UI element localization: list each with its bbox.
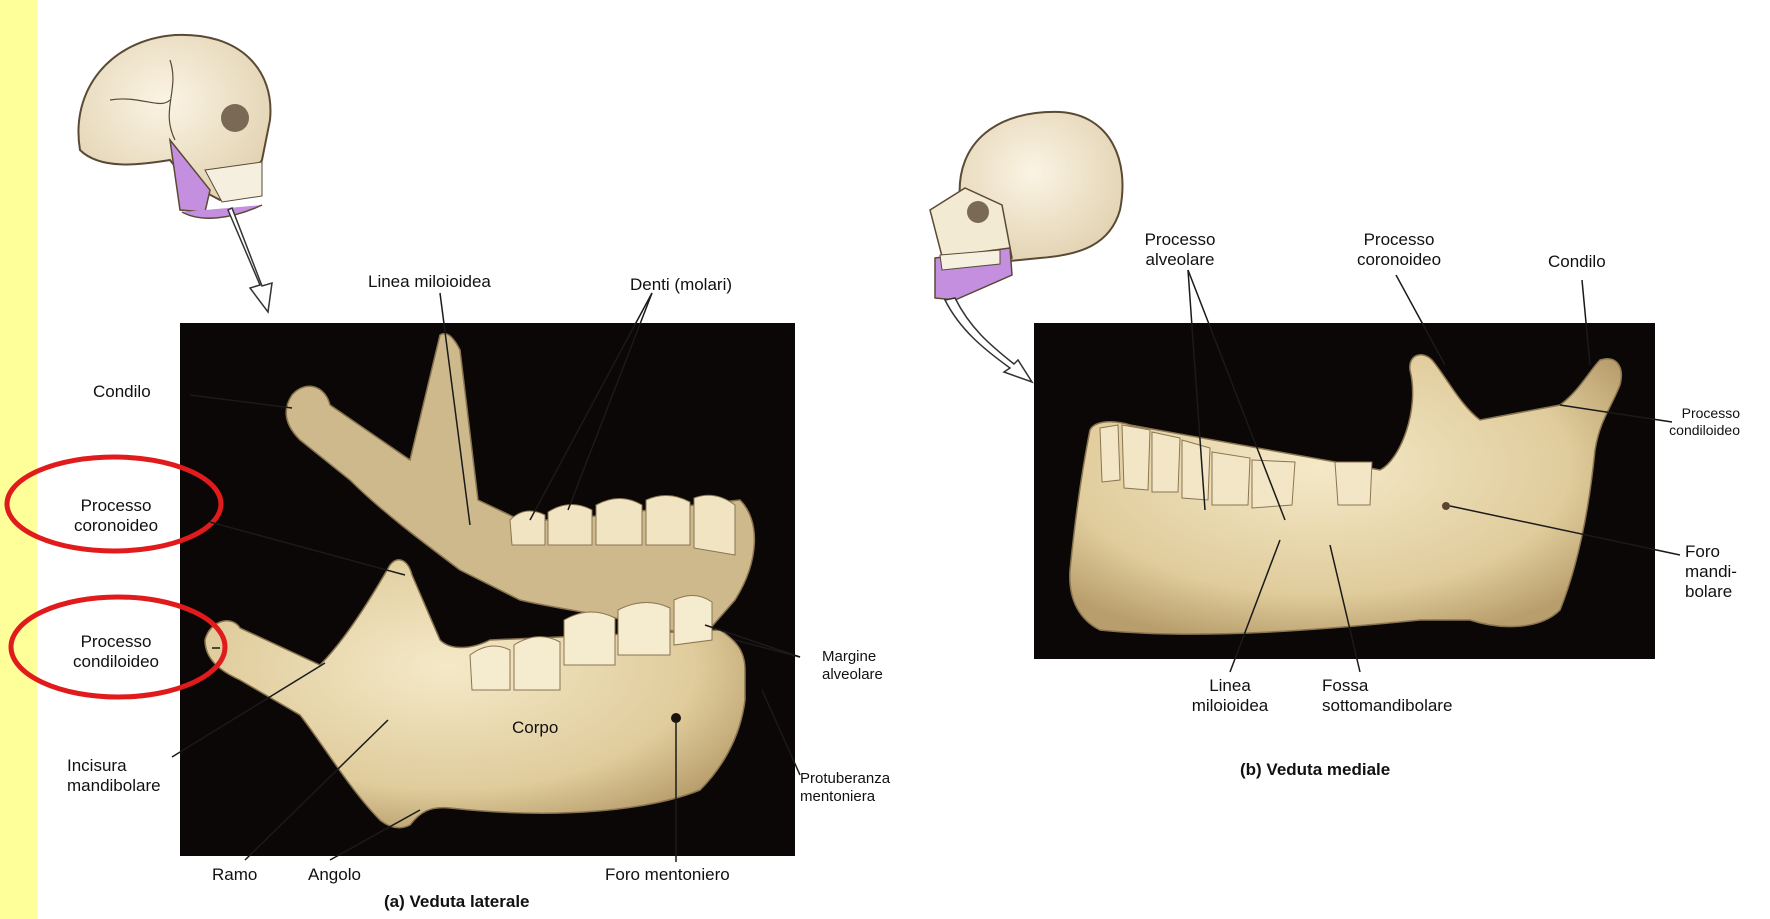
label-angolo: Angolo <box>308 865 361 885</box>
caption-veduta-mediale: (b) Veduta mediale <box>1240 760 1390 780</box>
label-processo-alveolare: Processo alveolare <box>1120 230 1240 270</box>
label-ramo: Ramo <box>212 865 257 885</box>
label-protuberanza-mentoniera: Protuberanza mentoniera <box>800 770 890 806</box>
skull-icon-lateral <box>78 35 272 312</box>
label-processo-condiloideo-a: Processo condiloideo <box>60 632 172 672</box>
label-corpo: Corpo <box>512 718 558 738</box>
label-fossa-sottomandibolare: Fossa sottomandibolare <box>1322 676 1452 716</box>
label-linea-miloioidea-a: Linea miloioidea <box>368 272 491 292</box>
label-linea-miloioidea-b: Linea miloioidea <box>1175 676 1285 716</box>
label-denti-molari: Denti (molari) <box>630 275 732 295</box>
mandible-photo-lateral <box>180 323 795 856</box>
label-margine-alveolare: Margine alveolare <box>822 648 883 684</box>
caption-veduta-laterale: (a) Veduta laterale <box>384 892 530 912</box>
label-foro-mentoniero: Foro mentoniero <box>605 865 730 885</box>
label-processo-condiloideo-b: Processo condiloideo <box>1640 405 1740 439</box>
label-foro-mandibolare: Foro mandi- bolare <box>1685 542 1737 602</box>
label-incisura-mandibolare: Incisura mandibolare <box>67 756 161 796</box>
label-processo-coronoideo-b: Processo coronoideo <box>1334 230 1464 270</box>
label-condilo-b: Condilo <box>1548 252 1606 272</box>
label-processo-coronoideo-a: Processo coronoideo <box>60 496 172 536</box>
label-condilo-a: Condilo <box>93 382 151 402</box>
